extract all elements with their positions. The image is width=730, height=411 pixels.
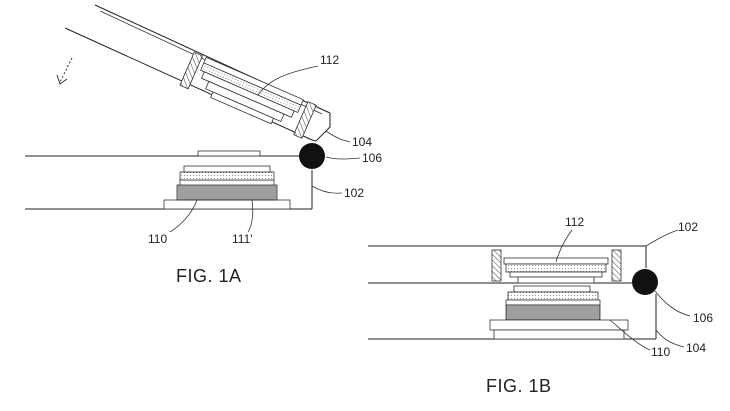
- fig1b-component-stack: [489, 285, 629, 340]
- figure-1b: 112 102 106 110 104 FIG. 1B: [368, 215, 713, 396]
- fig1b-ref-110: 110: [651, 345, 670, 359]
- figure-1a: 112 104 106 102 110 111' FIG. 1A: [25, 4, 382, 286]
- fig1a-hinge-ball-106: [299, 143, 325, 169]
- direction-arrow-icon: [56, 57, 73, 85]
- fig1a-ref-106: 106: [362, 151, 382, 165]
- fig1a-component-stack: [163, 165, 291, 210]
- fig1a-ref-110: 110: [148, 232, 167, 246]
- fig1a-ref-104: 104: [352, 135, 372, 149]
- fig1b-hinge-ball-106: [632, 269, 658, 295]
- fig1b-ref-102: 102: [678, 220, 698, 234]
- fig1a-caption: FIG. 1A: [176, 266, 242, 286]
- fig1b-ref-112: 112: [565, 215, 584, 229]
- fig1a-leader-lines: [169, 65, 361, 233]
- fig1a-ref-102: 102: [344, 186, 364, 200]
- fig1b-leader-lines: [555, 229, 691, 351]
- fig1b-ref-106: 106: [693, 311, 713, 325]
- fig1a-ref-112: 112: [320, 53, 339, 67]
- fig1b-ref-104: 104: [686, 341, 706, 355]
- fig1a-module-112: [179, 51, 317, 139]
- fig1a-ref-111: 111': [232, 232, 253, 246]
- fig1b-module-112: [491, 249, 622, 284]
- fig1b-caption: FIG. 1B: [486, 376, 552, 396]
